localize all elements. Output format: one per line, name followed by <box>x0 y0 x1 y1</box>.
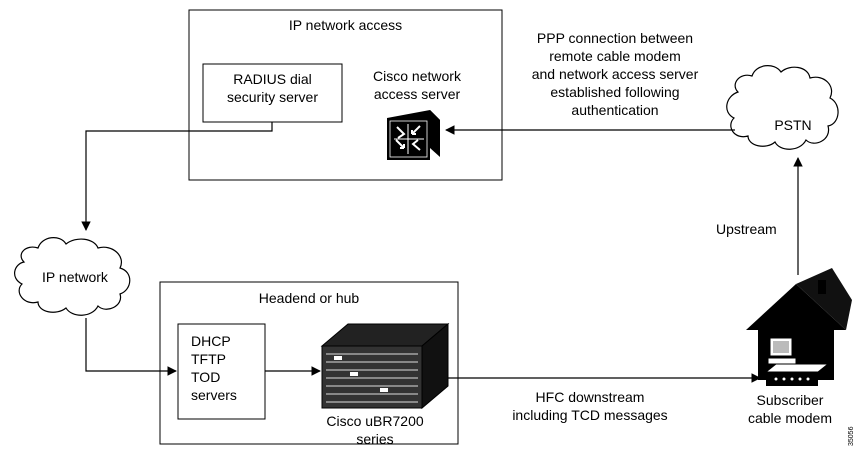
subscriber-label-line1: Subscriber <box>756 392 824 408</box>
headend-title: Headend or hub <box>258 290 360 306</box>
network-access-server-icon <box>387 110 440 160</box>
ubr-label-line1: Cisco uBR7200 <box>326 413 424 429</box>
ppp-note-line2: remote cable modem <box>549 48 681 64</box>
servers-label: servers <box>191 387 237 403</box>
dhcp-label: DHCP <box>191 333 231 349</box>
radius-label-line1: RADIUS dial <box>233 71 312 87</box>
nas-label-line1: Cisco network <box>373 68 461 84</box>
nas-label-line2: access server <box>373 86 461 102</box>
upstream-label: Upstream <box>716 221 777 237</box>
ip-network-access-title: IP network access <box>288 17 403 33</box>
hfc-downstream-line2: including TCD messages <box>512 407 668 423</box>
subscriber-house-icon <box>746 268 852 386</box>
figure-code: 35056 <box>848 426 855 446</box>
hfc-downstream-line1: HFC downstream <box>535 389 645 405</box>
ubr-label-line2: series <box>356 431 394 447</box>
tod-label: TOD <box>191 369 221 385</box>
tftp-label: TFTP <box>191 351 226 367</box>
pstn-label: PSTN <box>774 117 812 133</box>
ip-network-cloud <box>14 237 131 316</box>
ip-network-label: IP network <box>42 269 108 285</box>
ip-network-to-dhcp-line <box>85 318 177 376</box>
subscriber-label-line2: cable modem <box>747 410 833 426</box>
ubr7200-router-icon <box>320 322 450 410</box>
ppp-note-line5: authentication <box>571 102 659 118</box>
radius-to-ip-network-line <box>81 122 273 231</box>
radius-label-line2: security server <box>226 89 319 105</box>
headend-box <box>159 281 459 445</box>
ppp-note-line3: and network access server <box>531 66 699 82</box>
ppp-note-line1: PPP connection between <box>536 30 694 46</box>
pstn-cloud <box>726 65 839 150</box>
ppp-note-line4: established following <box>550 84 680 100</box>
ip-network-access-box <box>188 9 503 181</box>
